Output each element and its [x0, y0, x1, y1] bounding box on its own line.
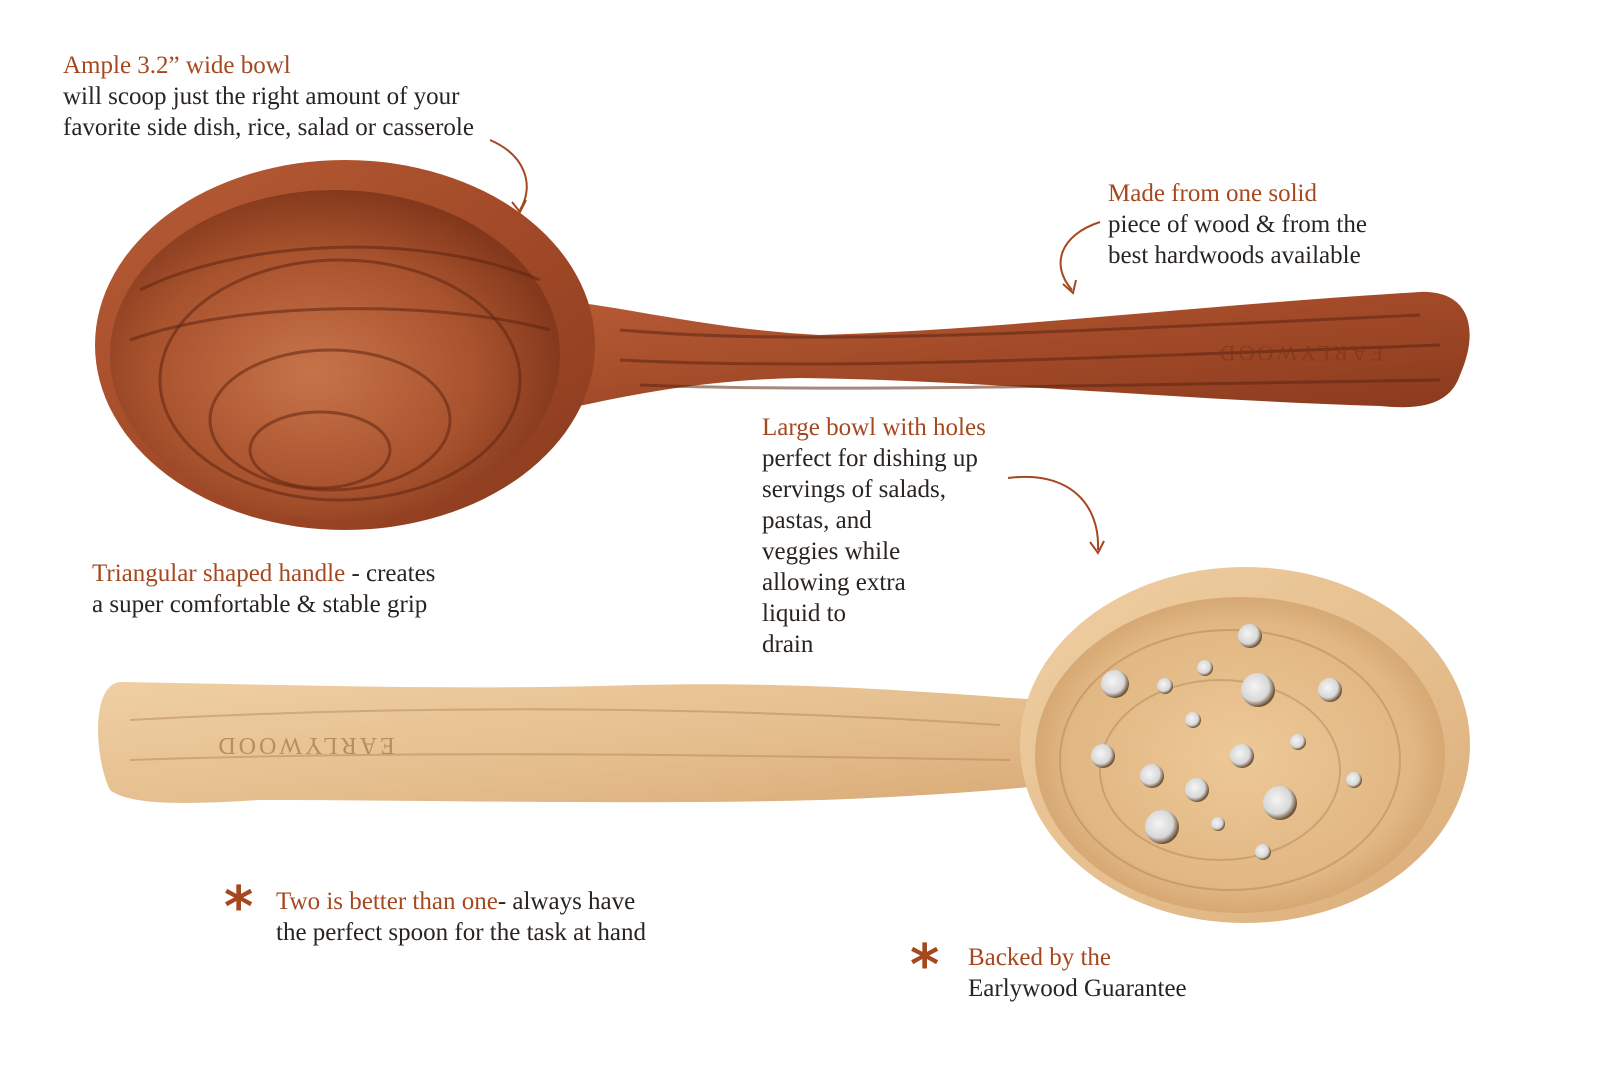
callout-holes-line-6: liquid to: [762, 600, 847, 627]
callout-ample-title: Ample 3.2” wide bowl: [63, 52, 291, 79]
callout-holes-line-5: allowing extra: [762, 569, 906, 596]
callout-solid-title: Made from one solid: [1108, 180, 1317, 207]
callout-holes-title: Large bowl with holes: [762, 414, 986, 441]
asterisk-icon: *: [910, 933, 940, 998]
dark-wood-grain: [129, 245, 1441, 502]
callout-backed-title: Backed by the: [968, 944, 1112, 971]
curved-arrow-icon: [1007, 475, 1105, 555]
callout-triangular-tail: - creates: [345, 560, 436, 587]
light-spoon-handle: [98, 682, 1050, 803]
dark-spoon-handle: [560, 291, 1470, 410]
callout-solid-wood: Made from one solid piece of wood & from…: [1108, 178, 1367, 271]
dark-handle-stamp: EARLYWOOD: [1217, 341, 1384, 366]
callout-triangular-handle: Triangular shaped handle - creates a sup…: [92, 558, 435, 620]
callout-holes-line-2: servings of salads,: [762, 476, 946, 503]
dark-wood-spoon: EARLYWOOD: [95, 160, 1470, 530]
callout-holes-line-1: perfect for dishing up: [762, 445, 978, 472]
drain-holes: [1091, 624, 1362, 860]
callout-two-tail: - always have: [497, 888, 636, 915]
callout-two-title: Two is better than one: [276, 888, 498, 915]
callout-backed-line-1: Earlywood Guarantee: [968, 975, 1187, 1002]
light-wood-grain: [129, 629, 1401, 891]
callout-guarantee: Backed by the Earlywood Guarantee: [968, 942, 1187, 1004]
light-handle-stamp: EARLYWOOD: [215, 732, 394, 758]
callout-holes-line-7: drain: [762, 631, 814, 658]
dark-spoon-bowl-inner: [110, 190, 560, 520]
callout-ample-line-2: favorite side dish, rice, salad or casse…: [63, 114, 474, 141]
callout-holes-line-4: veggies while: [762, 538, 901, 565]
curved-arrow-icon: [489, 139, 528, 214]
callout-two-line-1: the perfect spoon for the task at hand: [276, 919, 647, 946]
callout-ample-bowl: Ample 3.2” wide bowl will scoop just the…: [63, 50, 474, 143]
callout-holes-line-3: pastas, and: [762, 507, 872, 534]
curved-arrow-icon: [1059, 221, 1101, 295]
callout-bowl-holes: Large bowl with holes perfect for dishin…: [762, 412, 986, 660]
callout-two-better: Two is better than one- always have the …: [276, 886, 646, 948]
callout-solid-line-2: best hardwoods available: [1108, 242, 1361, 269]
callout-ample-line-1: will scoop just the right amount of your: [63, 83, 460, 110]
callout-triangular-title: Triangular shaped handle: [92, 560, 346, 587]
asterisk-icon: *: [224, 875, 254, 940]
light-wood-spoon: EARLYWOOD: [98, 567, 1470, 923]
callout-solid-line-1: piece of wood & from the: [1108, 211, 1367, 238]
callout-triangular-line-1: a super comfortable & stable grip: [92, 591, 428, 618]
